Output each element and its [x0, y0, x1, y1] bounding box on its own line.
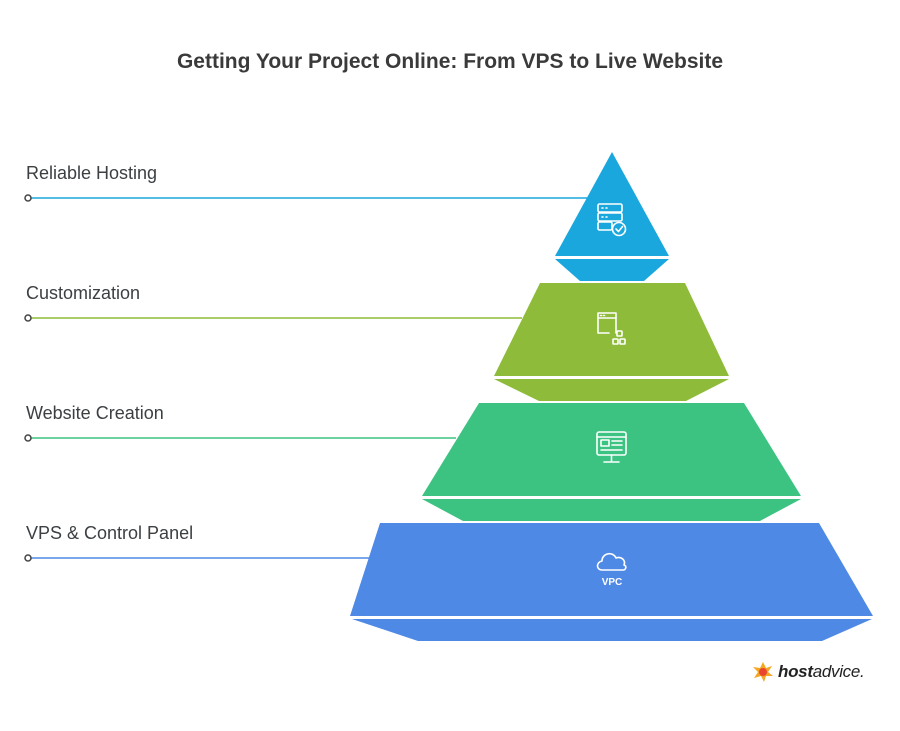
pyramid-tier-customization — [494, 283, 729, 401]
connector-customization — [24, 314, 522, 322]
hostadvice-logo-icon — [753, 662, 773, 682]
level-label-website-creation: Website Creation — [26, 403, 164, 423]
level-label-vps-control-panel: VPS & Control Panel — [26, 523, 194, 543]
hostadvice-logo: hostadvice. — [752, 658, 865, 686]
diagram-title: Getting Your Project Online: From VPS to… — [176, 50, 724, 73]
monitor-website-icon — [596, 431, 627, 463]
connector-reliable-hosting — [24, 194, 590, 202]
cloud-vpc-icon: VPC — [596, 552, 627, 588]
connector-website-creation — [24, 434, 456, 442]
connector-vps-control-panel — [24, 554, 388, 562]
browser-components-icon — [597, 312, 626, 345]
server-check-icon — [597, 203, 627, 237]
level-label-customization: Customization — [26, 283, 141, 303]
pyramid-tier-reliable-hosting — [555, 152, 669, 281]
level-label-reliable-hosting: Reliable Hosting — [26, 163, 158, 183]
hostadvice-logo-text: hostadvice. — [778, 662, 865, 681]
cloud-vpc-icon-text: VPC — [602, 577, 623, 588]
